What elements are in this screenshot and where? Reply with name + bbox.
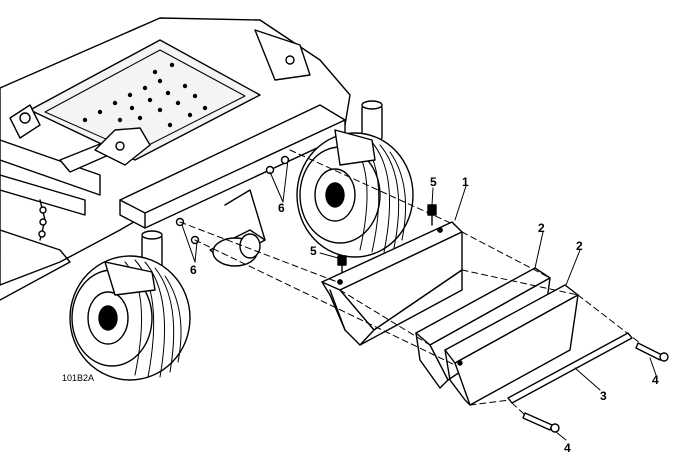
callout-weight-b: 2 (576, 239, 583, 253)
mower-frame (0, 17, 351, 301)
assembly-lines (179, 149, 641, 416)
callout-nut-right: 6 (278, 201, 285, 215)
chain (38, 199, 47, 241)
caster-wheel-right (296, 129, 414, 258)
callouts: 1 5 5 2 2 3 4 4 6 6 101B2A (62, 175, 659, 455)
weight-plate-front[interactable] (444, 284, 579, 406)
callout-pin-bottom: 4 (564, 441, 571, 455)
callout-bolt-left: 5 (310, 244, 317, 258)
figure-id: 101B2A (62, 373, 94, 383)
callout-rod: 3 (600, 389, 607, 403)
callout-bracket: 1 (462, 175, 469, 189)
caster-post-right (361, 100, 383, 141)
pin-right[interactable] (635, 342, 669, 362)
callout-pin-right: 4 (652, 373, 659, 387)
callout-nut-left: 6 (190, 263, 197, 277)
platform-holes (82, 62, 208, 128)
weight-bracket[interactable] (321, 221, 463, 346)
callout-bolt-top: 5 (430, 175, 437, 189)
leader-lines (181, 159, 657, 441)
roller (209, 189, 266, 267)
pin-bottom[interactable] (522, 412, 560, 433)
frame-nuts (175, 155, 290, 245)
rod[interactable] (507, 332, 633, 404)
caster-wheel-left (69, 255, 191, 381)
callout-weight-a: 2 (538, 221, 545, 235)
